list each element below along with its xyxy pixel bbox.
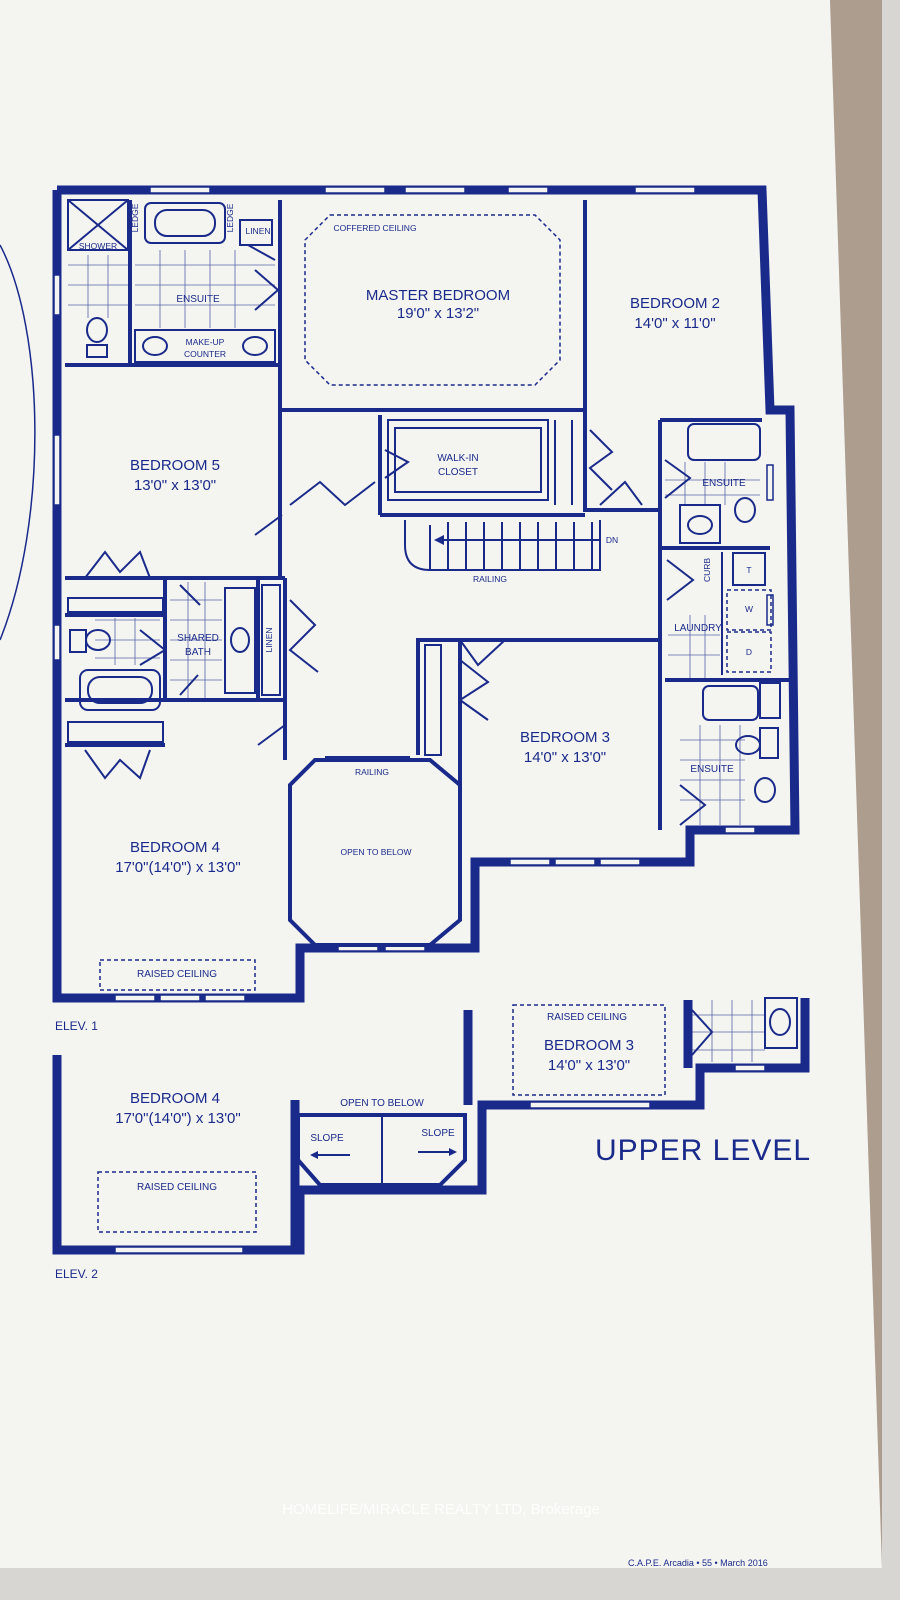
elevation-2-plan [52, 997, 810, 1255]
bedroom-2-name: BEDROOM 2 [630, 295, 720, 312]
open-to-below-label: OPEN TO BELOW [340, 847, 411, 857]
elevation-1-label: ELEV. 1 [55, 1019, 98, 1033]
dryer-label: D [746, 647, 752, 657]
walk-in-closet-line1: WALK-IN [437, 453, 478, 464]
elevation-1-plan [52, 185, 800, 1003]
curve-line [0, 244, 36, 641]
ensuite-master-label: ENSUITE [176, 294, 220, 305]
elev2-open-to-below: OPEN TO BELOW [340, 1098, 424, 1109]
master-bedroom-dimensions: 19'0" x 13'2" [397, 305, 479, 322]
tub-label: T [746, 565, 751, 575]
elevation-2-label: ELEV. 2 [55, 1267, 98, 1281]
coffered-ceiling-label: COFFERED CEILING [333, 223, 416, 233]
elev2-bedroom-4-name: BEDROOM 4 [130, 1090, 220, 1107]
shower-label: SHOWER [79, 241, 117, 251]
linen-hall-label: LINEN [264, 627, 274, 652]
bedroom-4-dimensions: 17'0"(14'0") x 13'0" [115, 859, 240, 876]
floor-plan: COFFERED CEILING MASTER BEDROOM 19'0" x … [0, 0, 882, 1568]
stair-down-label: DN [606, 535, 618, 545]
stairs [404, 520, 601, 571]
bedroom-5-name: BEDROOM 5 [130, 457, 220, 474]
curb-label: CURB [702, 558, 712, 582]
master-bedroom-name: MASTER BEDROOM [366, 287, 510, 304]
elev2-bedroom-3-raised-ceiling: RAISED CEILING [547, 1012, 627, 1023]
footer-text: C.A.P.E. Arcadia • 55 • March 2016 [628, 1558, 768, 1568]
laundry-label: LAUNDRY [674, 623, 722, 634]
elev2-bedroom-4-dimensions: 17'0"(14'0") x 13'0" [115, 1110, 240, 1127]
washer-label: W [745, 604, 753, 614]
elev2-bedroom-4-raised-ceiling: RAISED CEILING [137, 1182, 217, 1193]
railing-stair-label: RAILING [473, 574, 507, 584]
ledge-right-label: LEDGE [225, 203, 235, 232]
bedroom-4-name: BEDROOM 4 [130, 839, 220, 856]
page-shadow [830, 0, 882, 1568]
bedroom-3-name: BEDROOM 3 [520, 729, 610, 746]
slope-left-label: SLOPE [310, 1133, 344, 1144]
shared-bath-line1: SHARED [177, 633, 219, 644]
ensuite-bed3-label: ENSUITE [690, 764, 734, 775]
bedroom-4-raised-ceiling: RAISED CEILING [137, 969, 217, 980]
makeup-line1: MAKE-UP [186, 337, 225, 347]
linen-master-label: LINEN [245, 226, 270, 236]
elev2-bedroom-3-dimensions: 14'0" x 13'0" [548, 1057, 630, 1074]
ensuite-bed2-label: ENSUITE [702, 478, 746, 489]
railing-open-label: RAILING [355, 767, 389, 777]
makeup-line2: COUNTER [184, 349, 226, 359]
slope-right-label: SLOPE [421, 1128, 455, 1139]
walk-in-closet-line2: CLOSET [438, 467, 478, 478]
bedroom-5-dimensions: 13'0" x 13'0" [134, 477, 216, 494]
bedroom-2-dimensions: 14'0" x 11'0" [634, 315, 715, 332]
ledge-left-label: LEDGE [130, 203, 140, 232]
shared-bath-line2: BATH [185, 647, 211, 658]
elev2-bedroom-3-name: BEDROOM 3 [544, 1037, 634, 1054]
paper-sheet [0, 0, 882, 1568]
plan-title: UPPER LEVEL [595, 1134, 811, 1167]
brokerage-watermark: HOMELIFE/MIRACLE REALTY LTD, Brokerage [282, 1501, 600, 1518]
bedroom-3-dimensions: 14'0" x 13'0" [524, 749, 606, 766]
